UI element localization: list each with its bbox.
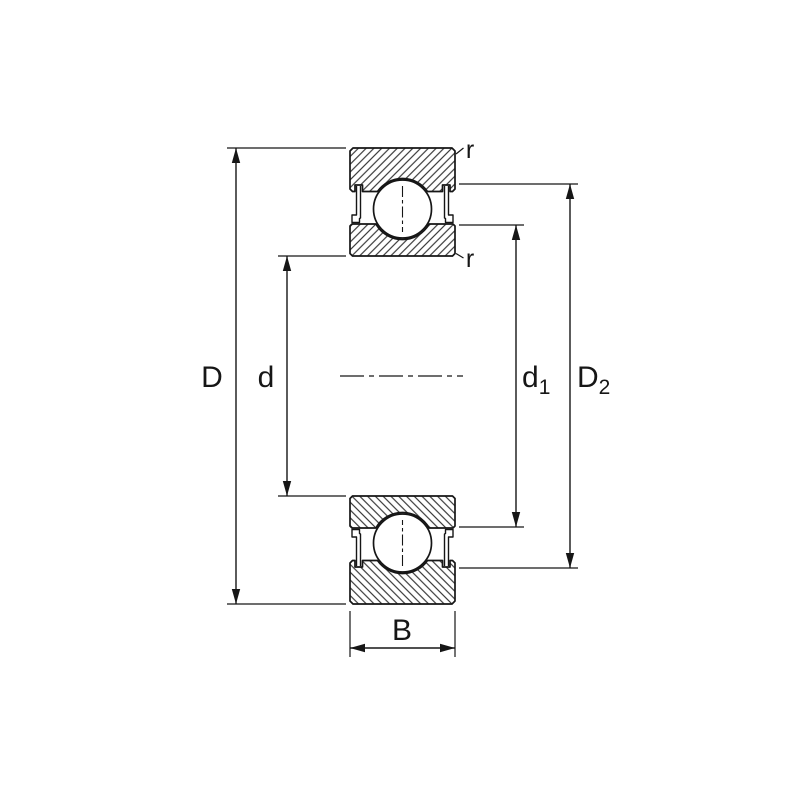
bearing-section-bottom	[349, 495, 456, 605]
label-chamfer-outer: r	[466, 136, 474, 164]
leader-r-bore	[455, 252, 464, 259]
leader-lines	[455, 147, 464, 259]
label-recess-diameter-sub: 1	[539, 376, 551, 399]
label-shoulder-diameter-sub: 2	[599, 376, 611, 399]
label-width: B	[392, 614, 412, 647]
label-chamfer-bore: r	[466, 245, 474, 273]
label-recess-diameter: d1	[522, 361, 550, 399]
label-outer-diameter: D	[201, 361, 223, 394]
label-shoulder-diameter-main: D	[577, 361, 599, 394]
label-shoulder-diameter: D2	[577, 361, 610, 399]
bearing-section-top	[349, 147, 456, 257]
dimension-lines	[231, 148, 575, 653]
leader-r-outer	[455, 147, 464, 155]
label-recess-diameter-main: d	[522, 361, 539, 394]
label-bore-diameter: d	[258, 361, 275, 394]
